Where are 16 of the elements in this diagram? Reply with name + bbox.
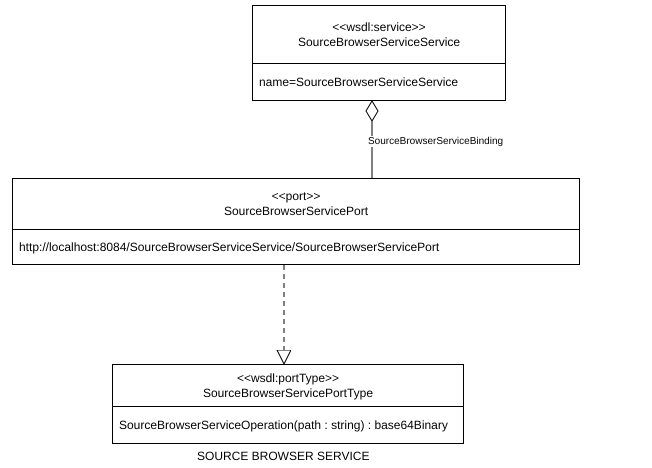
diagram-caption: SOURCE BROWSER SERVICE — [197, 449, 370, 463]
class-name: SourceBrowserServiceService — [298, 34, 460, 50]
class-box — [252, 5, 506, 101]
stereotype-label: <<wsdl:service>> — [332, 20, 426, 34]
stereotype-label: <<wsdl:portType>> — [236, 370, 340, 386]
connector — [276, 264, 292, 364]
class-name: SourceBrowserServicePortType — [202, 386, 374, 400]
class-box — [112, 364, 464, 444]
class-box — [12, 178, 580, 265]
connector — [366, 100, 378, 178]
edge-label: SourceBrowserServiceBinding — [368, 136, 504, 147]
class-name: SourceBrowserServicePort — [224, 204, 368, 219]
attribute-text: SourceBrowserServiceOperation(path : string) : base64Binary — [119, 418, 448, 432]
attribute-text: http://localhost:8084/SourceBrowserServiceService/SourceBrowserServicePort — [19, 240, 440, 254]
stereotype-label: <<port>> — [272, 189, 320, 204]
attribute-text: name=SourceBrowserServiceService — [259, 75, 458, 89]
